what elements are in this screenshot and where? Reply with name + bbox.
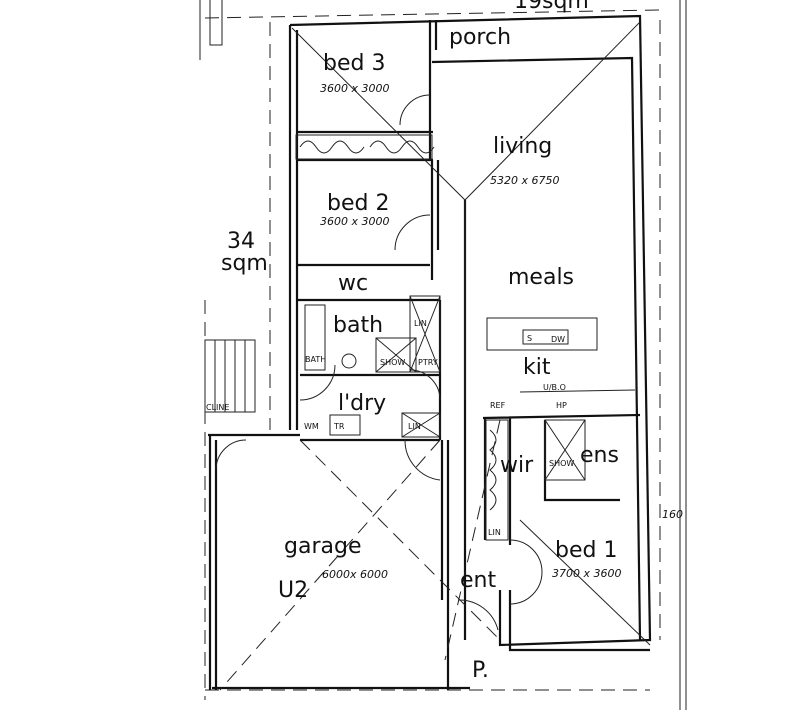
fixture-clothesline: CLINE <box>206 403 229 412</box>
room-ent: ent <box>460 568 496 593</box>
room-bed3-size: 3600 x 3000 <box>320 82 390 95</box>
fixture-shower: SHOW <box>380 358 405 367</box>
roof-lines <box>219 21 651 691</box>
room-bed2-size: 3600 x 3000 <box>320 215 390 228</box>
fixture-linen-3: LIN <box>488 528 501 537</box>
fixture-linen: LIN <box>414 319 427 328</box>
fixture-shower-2: SHOW <box>549 459 574 468</box>
fixture-hotplate: HP <box>556 401 567 410</box>
room-bed1-size: 3700 x 3600 <box>552 567 622 580</box>
fixture-dishwasher: DW <box>551 335 565 344</box>
walls <box>208 14 652 690</box>
area-top-label: 19sqm <box>514 0 589 14</box>
fixtures <box>204 94 636 631</box>
room-p: P. <box>472 658 489 683</box>
room-garage-size: 6000x 6000 <box>322 568 388 581</box>
room-bed3: bed 3 <box>323 51 385 76</box>
room-wc: wc <box>338 271 368 296</box>
room-bed1: bed 1 <box>555 538 617 563</box>
fixture-ubo: U/B.O <box>543 383 566 392</box>
room-living: living <box>493 134 552 159</box>
fixture-bath: BATH <box>305 355 326 364</box>
room-wir: wir <box>500 453 534 478</box>
room-meals: meals <box>508 265 574 290</box>
room-porch: porch <box>449 25 511 50</box>
fixture-trough: TR <box>333 422 345 431</box>
room-ens: ens <box>580 443 619 468</box>
fixture-pantry: PTRY <box>418 358 438 367</box>
edge-dimension: 160 <box>662 508 683 521</box>
area-side-unit: sqm <box>221 251 268 276</box>
fixture-washing-machine: WM <box>304 422 319 431</box>
fixture-linen-2: LIN <box>408 422 421 431</box>
room-garage-unit: U2 <box>278 578 308 603</box>
room-garage: garage <box>284 534 361 559</box>
room-kit: kit <box>523 355 551 380</box>
area-side-value: 34 <box>227 229 255 254</box>
fixture-ref: REF <box>490 401 506 410</box>
fixture-sink: S <box>527 334 532 343</box>
room-living-size: 5320 x 6750 <box>490 174 560 187</box>
room-laundry: l'dry <box>338 391 386 416</box>
room-bath: bath <box>333 313 383 338</box>
boundary-lines <box>199 0 687 710</box>
room-bed2: bed 2 <box>327 191 389 216</box>
